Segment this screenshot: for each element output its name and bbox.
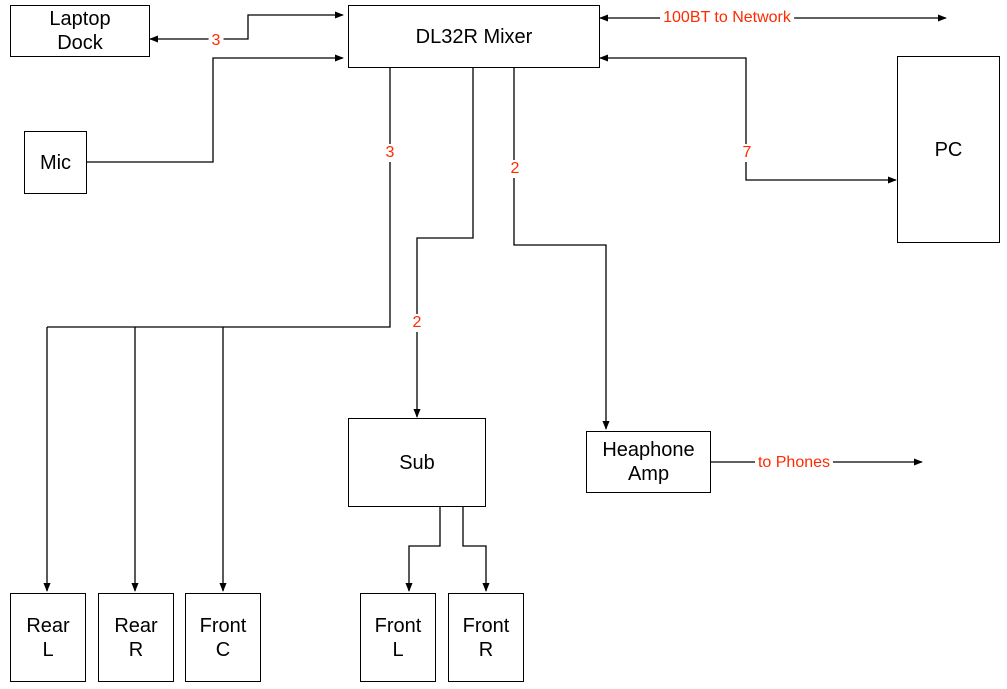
rear-l-label-line2: L xyxy=(42,638,54,661)
phones-label: to Phones xyxy=(754,454,834,472)
front-l-box: Front L xyxy=(360,593,436,682)
mic-box: Mic xyxy=(24,131,87,194)
headphone-amp-label-line1: Heaphone xyxy=(602,439,695,461)
sub-label: Sub xyxy=(399,451,435,474)
rear-center-channel-count: 3 xyxy=(382,144,398,162)
mixer-to-pc-line xyxy=(599,54,897,184)
mixer-to-rear-bus-line xyxy=(47,68,391,328)
rear-l-label-line1: Rear xyxy=(26,614,70,637)
mixer-to-headphone-line xyxy=(513,68,610,430)
mic-label: Mic xyxy=(39,151,72,174)
headphone-channel-count: 2 xyxy=(507,160,523,178)
mixer-label: DL32R Mixer xyxy=(415,25,533,48)
front-c-box: Front C xyxy=(185,593,261,682)
laptop-dock-label-line2: Dock xyxy=(57,32,103,54)
mixer-box: DL32R Mixer xyxy=(348,5,600,68)
pc-label: PC xyxy=(934,138,963,161)
headphone-amp-box: Heaphone Amp xyxy=(586,431,711,493)
headphone-amp-label-line2: Amp xyxy=(627,463,670,485)
mixer-to-laptop-line xyxy=(149,11,344,43)
sub-box: Sub xyxy=(348,418,486,507)
front-r-box: Front R xyxy=(448,593,524,682)
front-c-label-line1: Front xyxy=(199,614,247,637)
front-l-label-line2: L xyxy=(392,638,404,661)
front-l-label-line1: Front xyxy=(374,614,422,637)
laptop-dock-label-line1: Laptop xyxy=(49,8,111,30)
sub-to-front-r-line xyxy=(462,507,490,592)
mic-to-mixer-line xyxy=(87,54,344,163)
front-c-label-line2: C xyxy=(215,638,231,661)
pc-box: PC xyxy=(897,56,1000,243)
rear-r-box: Rear R xyxy=(98,593,174,682)
front-r-label-line2: R xyxy=(478,638,494,661)
network-label: 100BT to Network xyxy=(660,9,794,27)
pc-channel-count: 7 xyxy=(739,144,755,162)
laptop-channel-count: 3 xyxy=(208,32,224,50)
front-r-label-line1: Front xyxy=(462,614,510,637)
rear-r-label-line2: R xyxy=(128,638,144,661)
mixer-to-sub-line xyxy=(413,68,474,418)
sub-channel-count: 2 xyxy=(409,314,425,332)
rear-l-box: Rear L xyxy=(10,593,86,682)
sub-to-front-l-line xyxy=(405,507,441,592)
laptop-dock-box: Laptop Dock xyxy=(10,5,150,57)
rear-r-label-line1: Rear xyxy=(114,614,158,637)
